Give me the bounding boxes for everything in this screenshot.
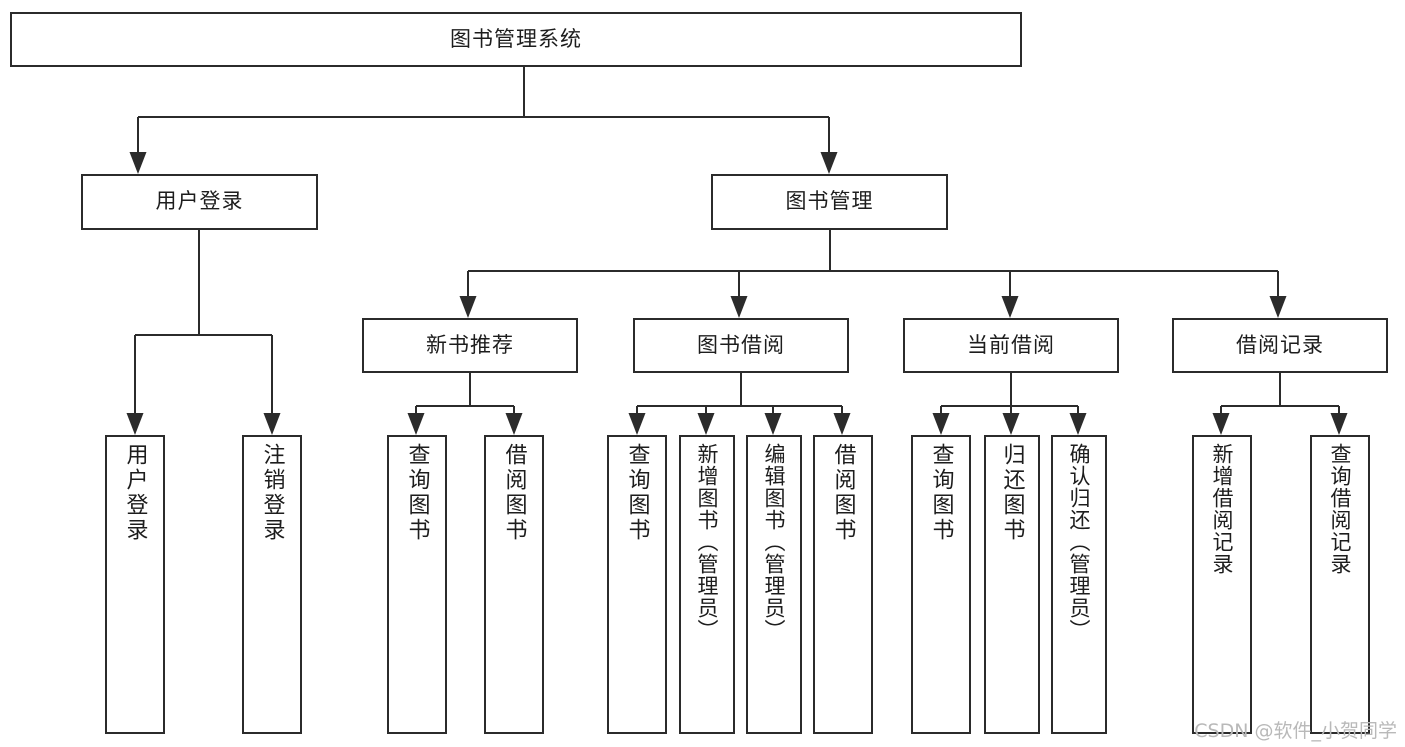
node-leaf-login: 用户登录: [105, 435, 165, 734]
node-leaf-re-q: 查询借阅记录: [1310, 435, 1370, 734]
node-label: 新增图书（管理员）: [695, 443, 720, 641]
node-leaf-cu-cfm: 确认归还（管理员）: [1051, 435, 1107, 734]
node-label: 图书管理: [785, 189, 874, 214]
arrowhead-bookmgmt-children-0: [459, 296, 477, 318]
node-current: 当前借阅: [903, 318, 1119, 373]
node-label: 图书借阅: [697, 332, 785, 357]
arrowhead-newbook-children-0: [407, 413, 425, 435]
node-label: 用户登录: [155, 189, 244, 214]
node-label: 用户登录: [122, 443, 148, 543]
node-label: 借阅图书: [830, 443, 856, 543]
node-leaf-cu-q: 查询图书: [911, 435, 971, 734]
node-leaf-bo-add: 新增图书（管理员）: [679, 435, 735, 734]
node-leaf-cu-ret: 归还图书: [984, 435, 1040, 734]
node-label: 图书管理系统: [450, 26, 582, 51]
node-leaf-re-add: 新增借阅记录: [1192, 435, 1252, 734]
node-label: 查询图书: [624, 443, 650, 543]
node-label: 查询图书: [404, 443, 430, 543]
node-bookmgmt: 图书管理: [711, 174, 948, 230]
node-label: 注销登录: [259, 443, 285, 543]
node-label: 新增借阅记录: [1210, 443, 1235, 575]
arrowhead-login-children-0: [126, 413, 144, 435]
node-label: 确认归还（管理员）: [1067, 443, 1092, 641]
arrowhead-newbook-children-1: [505, 413, 523, 435]
node-leaf-nb-q: 查询图书: [387, 435, 447, 734]
arrowhead-records-children-0: [1212, 413, 1230, 435]
arrowhead-current-children-2: [1069, 413, 1087, 435]
arrowhead-login-children-1: [263, 413, 281, 435]
node-root: 图书管理系统: [10, 12, 1022, 67]
node-leaf-bo-ed: 编辑图书（管理员）: [746, 435, 802, 734]
node-login: 用户登录: [81, 174, 318, 230]
arrowhead-records-children-1: [1330, 413, 1348, 435]
arrowhead-current-children-1: [1002, 413, 1020, 435]
arrowhead-bookmgmt-children-3: [1269, 296, 1287, 318]
node-label: 编辑图书（管理员）: [762, 443, 787, 641]
arrowhead-borrow-children-0: [628, 413, 646, 435]
node-label: 当前借阅: [967, 332, 1055, 357]
node-leaf-bo-br: 借阅图书: [813, 435, 873, 734]
node-borrow: 图书借阅: [633, 318, 849, 373]
arrowhead-borrow-children-2: [764, 413, 782, 435]
arrowhead-root-children-1: [820, 152, 838, 174]
node-label: 查询图书: [928, 443, 954, 543]
arrowhead-current-children-0: [932, 413, 950, 435]
arrowhead-bookmgmt-children-2: [1001, 296, 1019, 318]
node-leaf-logout: 注销登录: [242, 435, 302, 734]
node-label: 归还图书: [999, 443, 1025, 543]
arrowhead-bookmgmt-children-1: [730, 296, 748, 318]
arrowhead-borrow-children-3: [833, 413, 851, 435]
node-label: 查询借阅记录: [1328, 443, 1353, 575]
node-newbook: 新书推荐: [362, 318, 578, 373]
node-records: 借阅记录: [1172, 318, 1388, 373]
node-leaf-nb-b: 借阅图书: [484, 435, 544, 734]
node-label: 新书推荐: [426, 332, 514, 357]
arrowhead-borrow-children-1: [697, 413, 715, 435]
node-label: 借阅图书: [501, 443, 527, 543]
node-label: 借阅记录: [1236, 332, 1324, 357]
arrowhead-root-children-0: [129, 152, 147, 174]
node-leaf-bo-q: 查询图书: [607, 435, 667, 734]
